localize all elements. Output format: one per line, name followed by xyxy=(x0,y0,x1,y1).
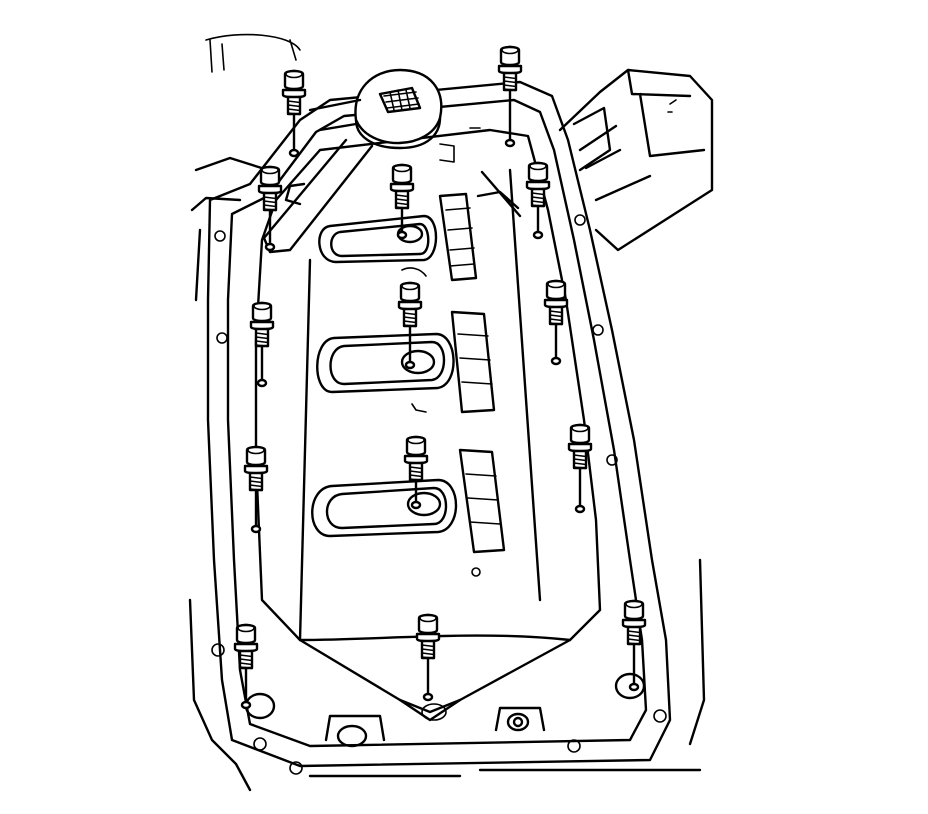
pan-baffles xyxy=(401,127,522,577)
engine-block-context xyxy=(188,33,714,792)
bolt-9 xyxy=(243,445,269,534)
bolt-5 xyxy=(525,161,551,240)
bolt-3 xyxy=(257,165,283,252)
bolt-11 xyxy=(403,435,429,510)
bolt-2 xyxy=(497,45,523,148)
bolt-6 xyxy=(249,301,275,388)
bolt-1 xyxy=(281,69,307,158)
bolt-13 xyxy=(415,613,441,702)
oil-pan-body xyxy=(244,128,646,748)
bolt-7 xyxy=(543,279,569,366)
bolt-10 xyxy=(567,423,593,514)
oil-pickup-strainer xyxy=(262,68,443,254)
bolt-8 xyxy=(397,281,423,370)
bolt-4 xyxy=(389,163,415,240)
bolt-14 xyxy=(621,599,647,692)
bolt-12 xyxy=(233,623,259,710)
pan-ribs xyxy=(311,214,458,538)
pan-bolts xyxy=(233,45,647,710)
